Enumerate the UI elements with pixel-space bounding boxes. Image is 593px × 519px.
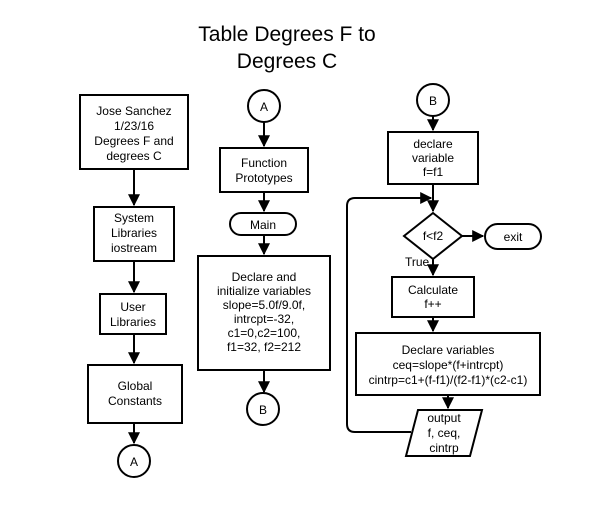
calculate-line-1: Calculate [408, 283, 458, 297]
declare-line-6: f1=32, f2=212 [227, 340, 301, 354]
header-line-1: Jose Sanchez [96, 104, 171, 118]
declare-f-line-1: declare [413, 137, 453, 151]
output-parallelogram [404, 409, 484, 457]
connector-a-out-label: A [130, 455, 138, 469]
global-constants-line-1: Global [118, 379, 153, 393]
declare-line-2: initialize variables [217, 284, 311, 298]
declare-vars-line-2: ceq=slope*(f+intrcpt) [393, 358, 504, 372]
connector-b-out [246, 392, 280, 426]
output-line-2: f, ceq, [428, 426, 461, 440]
header-line-4: degrees C [106, 149, 162, 163]
declare-line-3: slope=5.0f/9.0f, [223, 298, 305, 312]
title-line-2: Degrees C [237, 50, 337, 73]
user-libraries-box [99, 293, 167, 335]
title-line-1: Table Degrees F to [198, 23, 375, 46]
declare-f-box [387, 131, 479, 185]
calculate-line-2: f++ [424, 297, 441, 311]
declare-initialize-box [197, 255, 331, 371]
user-libraries-line-1: User [120, 300, 145, 314]
header-line-2: 1/23/16 [114, 119, 154, 133]
loop-back-arrow [346, 192, 433, 433]
declare-vars-line-3: cintrp=c1+(f-f1)/(f2-f1)*(c2-c1) [369, 373, 528, 387]
main-label: Main [250, 218, 276, 232]
diagram-title: Table Degrees F to Degrees C [198, 23, 375, 73]
output-line-1: output [427, 411, 461, 425]
calculate-box [391, 276, 475, 318]
declare-f-line-2: variable [412, 151, 454, 165]
connector-a-in-label: A [260, 100, 268, 114]
output-line-3: cintrp [429, 441, 459, 455]
function-prototypes-line-2: Prototypes [235, 171, 292, 185]
system-libraries-line-1: System [114, 211, 154, 225]
function-prototypes-box [219, 147, 309, 193]
true-label: True [405, 255, 430, 269]
global-constants-line-2: Constants [108, 394, 162, 408]
decision-label: f<f2 [423, 229, 444, 243]
system-libraries-line-2: Libraries [111, 226, 157, 240]
header-line-3: Degrees F and [94, 134, 173, 148]
declare-line-4: intrcpt=-32, [234, 312, 294, 326]
column-3: B declare variable f=f1 f<f2 exit True C… [346, 83, 542, 457]
function-prototypes-line-1: Function [241, 156, 287, 170]
user-libraries-line-2: Libraries [110, 315, 156, 329]
declare-f-line-3: f=f1 [423, 165, 444, 179]
exit-terminator [484, 223, 542, 250]
column-1: Jose Sanchez 1/23/16 Degrees F and degre… [79, 94, 189, 478]
declare-line-5: c1=0,c2=100, [228, 326, 301, 340]
system-libraries-line-3: iostream [111, 241, 157, 255]
header-box [79, 94, 189, 170]
connector-b-in-label: B [429, 94, 437, 108]
declare-line-1: Declare and [232, 270, 297, 284]
column-2: A Function Prototypes Main Declare and i… [197, 89, 331, 426]
connector-b-out-label: B [259, 403, 267, 417]
connector-a-out [117, 444, 151, 478]
declare-vars-line-1: Declare variables [402, 343, 495, 357]
exit-label: exit [504, 230, 523, 244]
system-libraries-box [93, 206, 175, 262]
